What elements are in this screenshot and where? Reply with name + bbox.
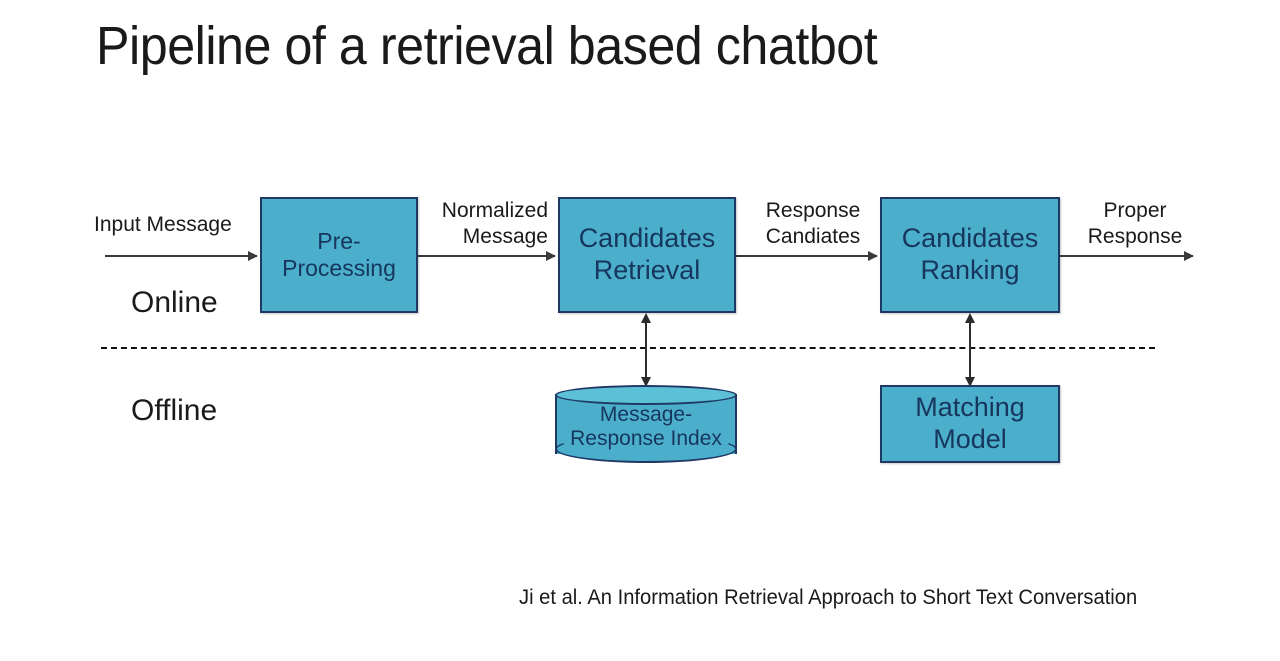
page-title: Pipeline of a retrieval based chatbot: [96, 16, 878, 76]
node-candidates-retrieval-line1: Candidates: [578, 223, 716, 254]
node-message-response-index-line2: Response Index: [570, 427, 722, 450]
node-candidates-retrieval-line2: Retrieval: [593, 255, 701, 285]
cylinder-top-ellipse: [555, 385, 737, 405]
online-offline-divider: [101, 347, 1155, 349]
citation-text: Ji et al. An Information Retrieval Appro…: [519, 586, 1138, 609]
node-candidates-retrieval[interactable]: Candidates Retrieval: [558, 197, 736, 313]
arrow-ranking-to-output: [1060, 251, 1194, 261]
edge-label-response-candidates: Response Candiates: [752, 198, 874, 249]
arrow-preprocessing-to-retrieval: [418, 251, 556, 261]
node-matching-model-line1: Matching: [915, 392, 1025, 423]
node-matching-model[interactable]: Matching Model: [880, 385, 1060, 463]
edge-label-normalized-line1: Normalized: [441, 199, 548, 222]
node-candidates-ranking[interactable]: Candidates Ranking: [880, 197, 1060, 313]
stage-label-online: Online: [131, 286, 218, 319]
stage-label-offline: Offline: [131, 394, 218, 427]
cylinder-bottom-shape: [555, 435, 737, 463]
edge-label-normalized-line2: Message: [462, 224, 548, 248]
edge-label-input-message: Input Message: [94, 213, 232, 236]
node-message-response-index-line1: Message-: [599, 402, 693, 426]
arrow-index-to-retrieval: [641, 313, 651, 387]
node-message-response-index[interactable]: Message- Response Index: [555, 385, 737, 463]
edge-label-proper-line1: Proper: [1103, 199, 1167, 222]
arrow-input-to-preprocessing: [105, 251, 258, 261]
edge-label-proper-response: Proper Response: [1078, 198, 1192, 249]
node-pre-processing-line1: Pre-: [317, 227, 361, 254]
edge-label-proper-line2: Response: [1087, 224, 1183, 248]
node-pre-processing-line2: Processing: [282, 255, 396, 281]
edge-label-response-line2: Candiates: [765, 224, 861, 248]
arrow-retrieval-to-ranking: [736, 251, 878, 261]
edge-label-response-line1: Response: [765, 199, 861, 222]
node-matching-model-line2: Model: [933, 424, 1007, 454]
node-pre-processing[interactable]: Pre- Processing: [260, 197, 418, 313]
node-candidates-ranking-line2: Ranking: [920, 255, 1020, 285]
node-message-response-index-label: Message- Response Index: [555, 399, 737, 455]
node-candidates-ranking-line1: Candidates: [901, 223, 1039, 254]
edge-label-normalized-message: Normalized Message: [428, 198, 548, 249]
arrow-model-to-ranking: [965, 313, 975, 387]
